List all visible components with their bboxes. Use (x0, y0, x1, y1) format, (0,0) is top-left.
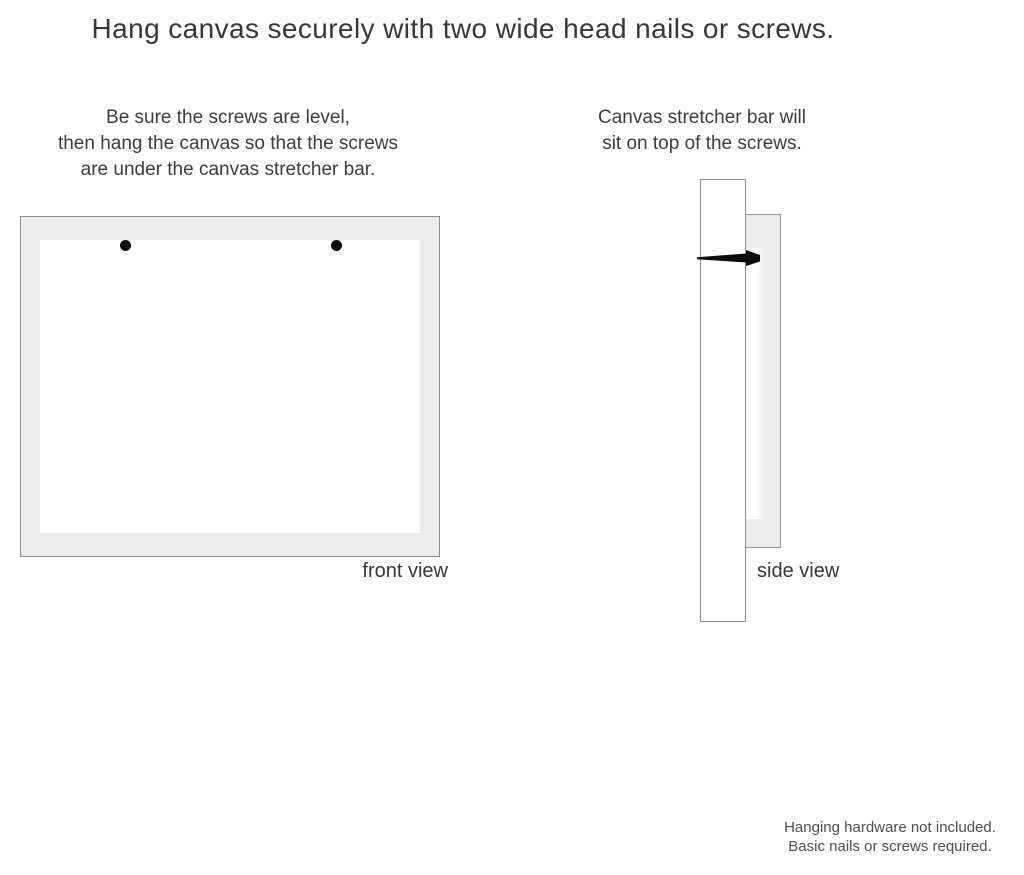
front-instruction-line: are under the canvas stretcher bar. (80, 159, 376, 180)
canvas-side-inner-face (746, 248, 766, 519)
footnote-line: Basic nails or screws required. (788, 838, 992, 855)
canvas-front-face (40, 240, 420, 533)
side-instruction-line: sit on top of the screws. (602, 133, 802, 154)
canvas-side-profile (745, 214, 781, 548)
page-title: Hang canvas securely with two wide head … (91, 13, 835, 44)
nail-head-dot-left-icon (120, 240, 131, 251)
hardware-footnote: Hanging hardware not included. Basic nai… (784, 818, 996, 856)
nail-side-profile-icon (697, 250, 760, 266)
front-instruction-line: then hang the canvas so that the screws (57, 133, 399, 154)
side-view-instructions: Canvas stretcher bar will sit on top of … (598, 105, 806, 157)
nail-head-dot-right-icon (331, 240, 342, 251)
footnote-line: Hanging hardware not included. (784, 819, 996, 836)
front-view-label: front view (362, 560, 448, 582)
front-view-diagram (20, 216, 440, 557)
front-view-instructions: Be sure the screws are level, then hang … (58, 105, 398, 183)
side-view-label: side view (757, 560, 840, 582)
stretcher-bar-side (700, 179, 746, 622)
side-instruction-line: Canvas stretcher bar will (597, 107, 807, 128)
front-instruction-line: Be sure the screws are level, (106, 107, 350, 128)
